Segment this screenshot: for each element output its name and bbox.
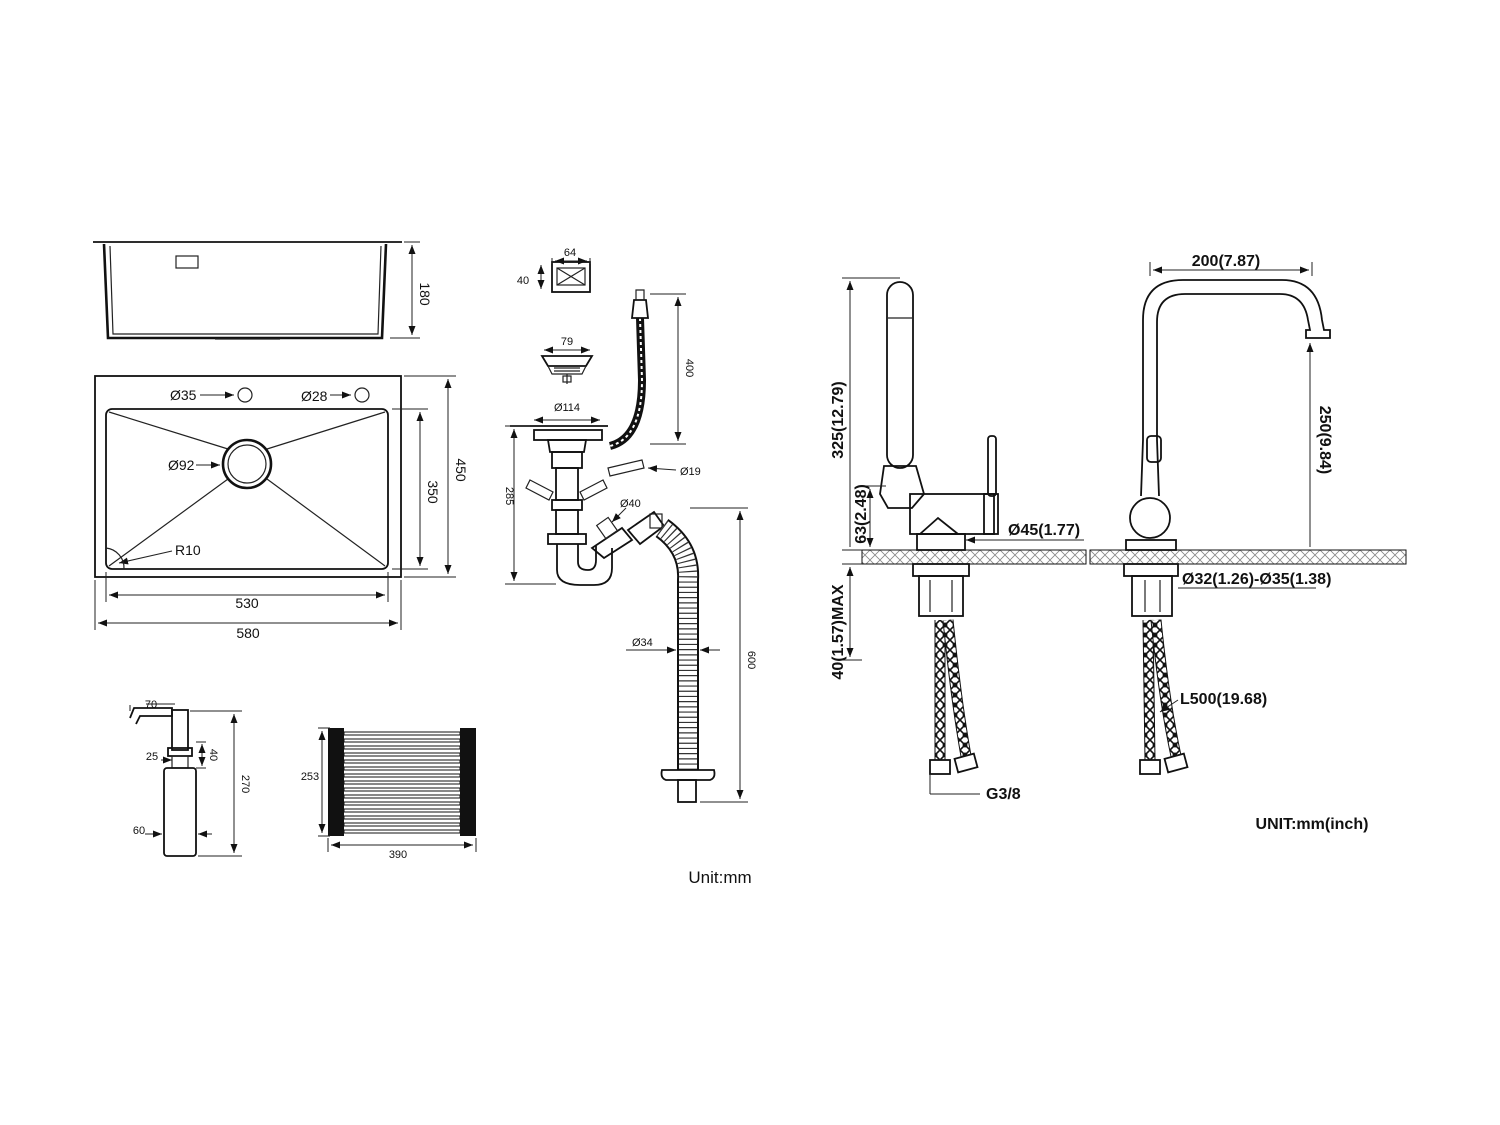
mat-bar [343, 794, 461, 799]
drain-kit: 64 40 79 Ø114 Ø40 [503, 247, 757, 803]
unit-inch-label: UNIT:mm(inch) [1256, 816, 1369, 833]
spout-height-label: 250(9.84) [1316, 406, 1333, 475]
mat-bar [343, 752, 461, 757]
inner-depth-label: 350 [425, 480, 441, 504]
mat-bar [343, 815, 461, 820]
faucet-front-view: 200(7.87) 250(9.84) Ø32(1.26)-Ø35(1.38) … [1089, 253, 1407, 775]
hole1-label: Ø35 [170, 387, 197, 403]
dispenser-thread-label: 40 [207, 749, 219, 761]
outer-width-label: 580 [236, 625, 260, 641]
faucet-thread-label: G3/8 [986, 786, 1021, 803]
mat-bar [343, 822, 461, 827]
overflow-pipe-label: Ø19 [680, 466, 701, 478]
dispenser-height-label: 270 [239, 775, 251, 793]
mat-bars [343, 731, 461, 834]
mat-depth-label: 253 [301, 771, 319, 783]
sink-side-view: 180 [93, 241, 433, 340]
sink-top-view: Ø35 Ø28 Ø92 R10 350 450 530 580 [94, 375, 469, 641]
overflow-height-label: 40 [517, 275, 529, 287]
outer-depth-label: 450 [453, 458, 469, 482]
hose-len-label: L500(19.68) [1180, 691, 1267, 708]
overflow-hose-label: 400 [683, 359, 695, 377]
hole2-label: Ø28 [301, 388, 328, 404]
drain-label: Ø92 [168, 457, 195, 473]
base-height-label: 63(2.48) [853, 484, 870, 544]
overflow-width-label: 64 [564, 247, 576, 259]
faucet-side-view: G3/8 325(12.79) 63(2.48) 40(1.57)MAX Ø45… [830, 277, 1087, 803]
mat-bar [343, 808, 461, 813]
reach-label: 200(7.87) [1192, 253, 1261, 270]
mat-width-label: 390 [389, 849, 407, 861]
mat-bar [343, 773, 461, 778]
mat-bar [343, 759, 461, 764]
mat-bar [343, 731, 461, 736]
unit-mm-label: Unit:mm [688, 868, 751, 887]
total-height-label: 325(12.79) [830, 381, 847, 458]
assembly-height-label: 285 [503, 487, 515, 505]
mat-bar [343, 787, 461, 792]
radius-label: R10 [175, 542, 201, 558]
sink-depth-label: 180 [417, 282, 433, 306]
mat-bar [343, 801, 461, 806]
dispenser-neck-label: 25 [146, 751, 158, 763]
hole-range-label: Ø32(1.26)-Ø35(1.38) [1182, 571, 1331, 588]
mat-bar [343, 745, 461, 750]
dispenser-bottle-label: 60 [133, 825, 145, 837]
mat-bar [343, 829, 461, 834]
hose-len-label: 600 [745, 651, 757, 669]
soap-dispenser: 70 25 40 270 60 [129, 699, 251, 857]
mat-bar [343, 780, 461, 785]
inner-width-label: 530 [235, 595, 259, 611]
mat-bar [343, 738, 461, 743]
outlet-label: Ø40 [620, 498, 641, 510]
dispenser-head-label: 70 [145, 699, 157, 711]
strainer-label: 79 [561, 336, 573, 348]
hose-dia-label: Ø34 [632, 637, 653, 649]
deck-max-label: 40(1.57)MAX [830, 584, 847, 679]
mat-bar [343, 766, 461, 771]
flange-label: Ø114 [554, 402, 580, 414]
roll-mat: 253 390 [301, 727, 477, 861]
base-dia-label: Ø45(1.77) [1008, 522, 1080, 539]
